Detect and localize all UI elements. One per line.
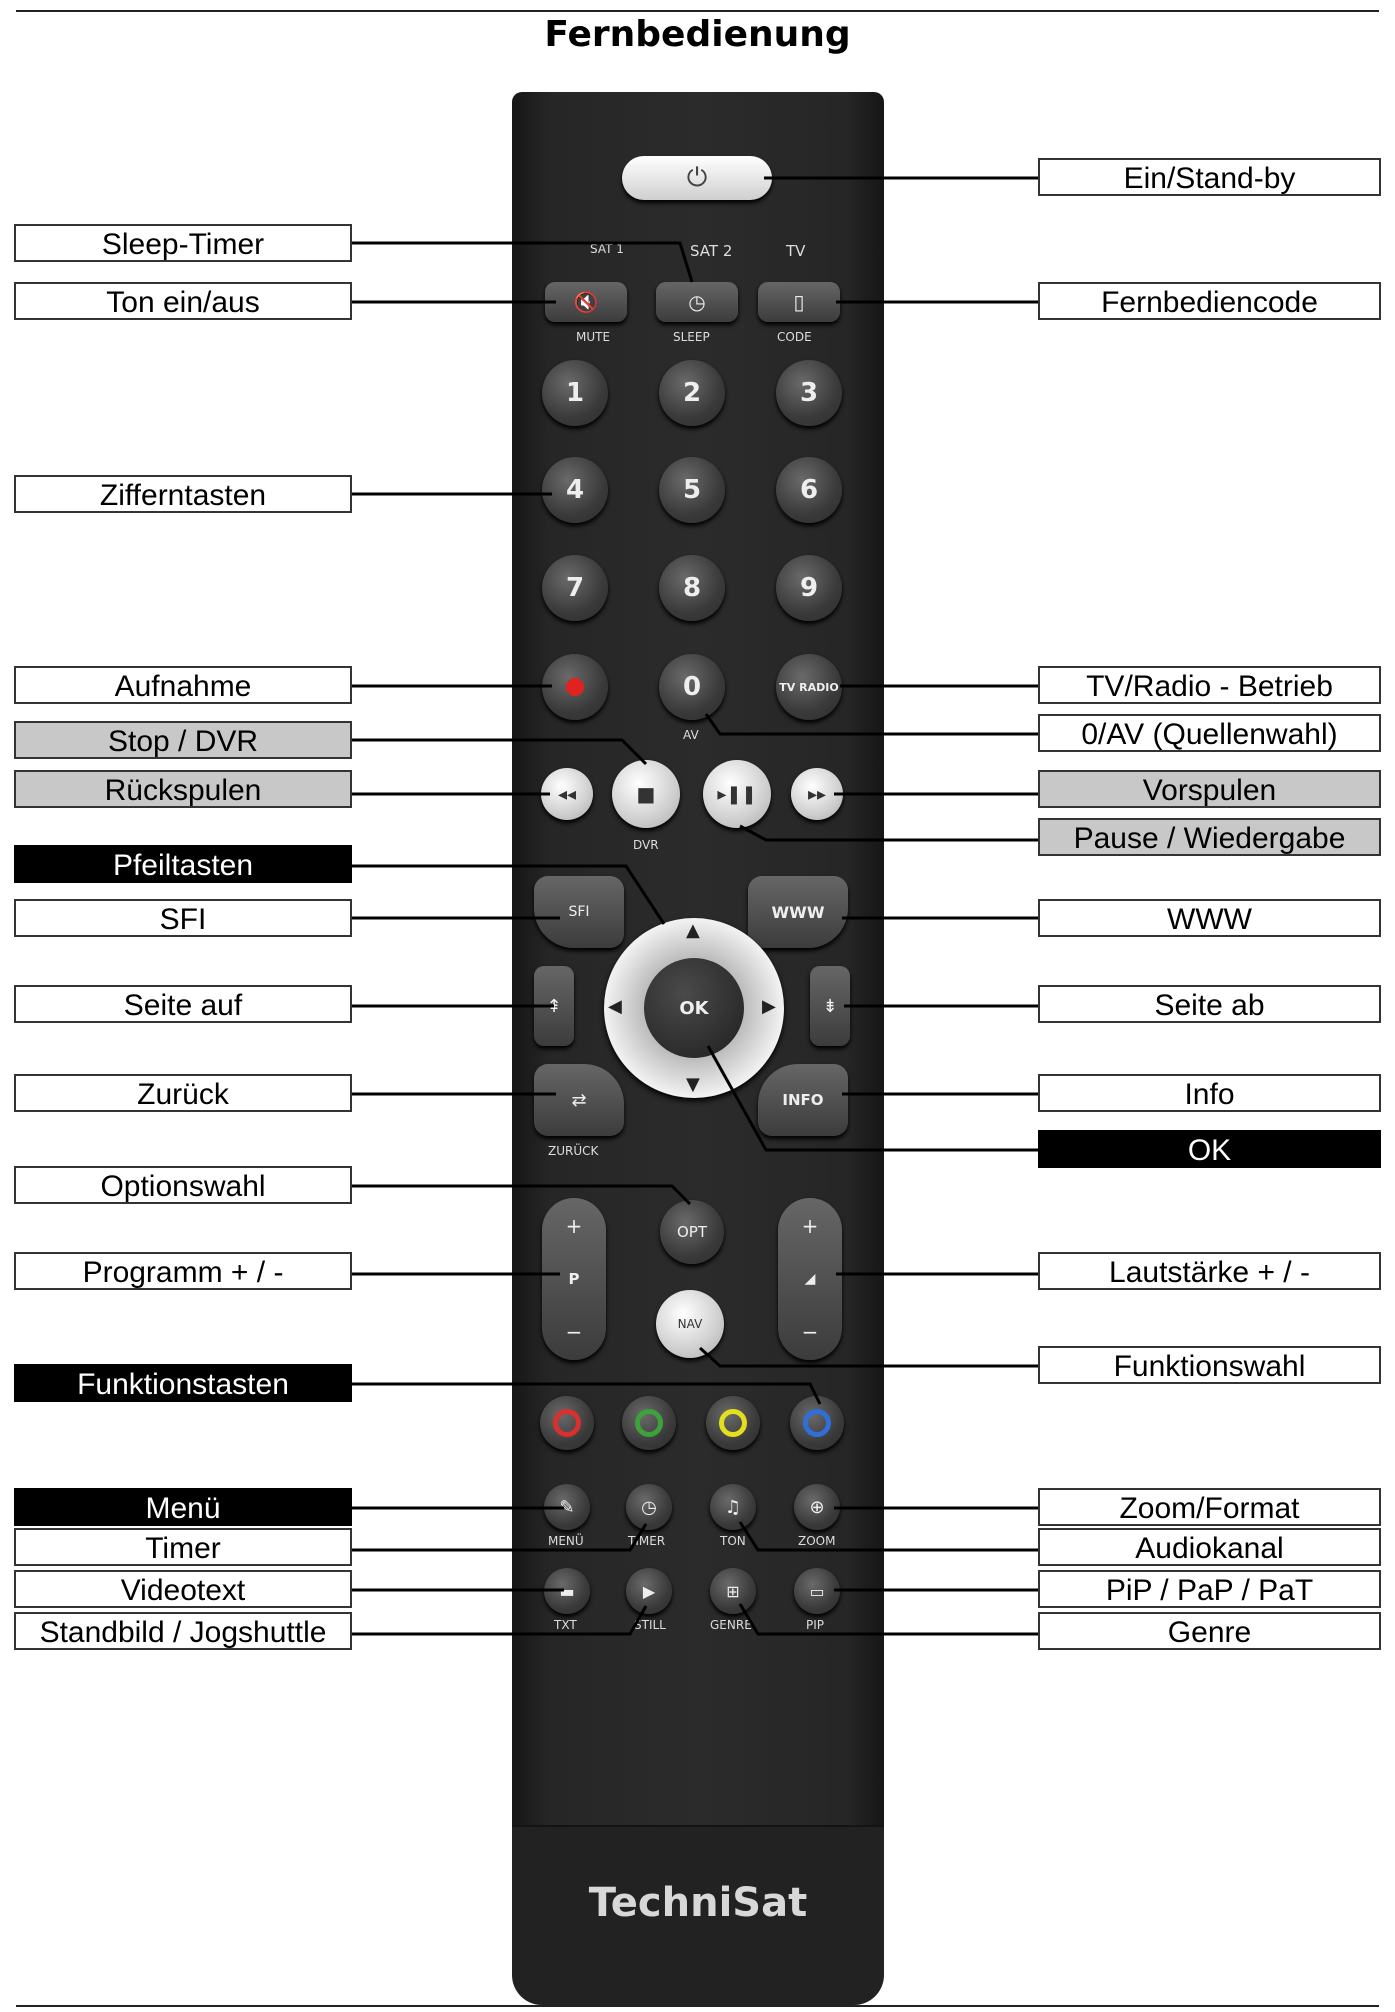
- line-timer: [352, 1524, 646, 1550]
- label-record: Aufnahme: [14, 666, 352, 704]
- label-menu: Menü: [14, 1488, 352, 1526]
- line-genre: [740, 1604, 1038, 1634]
- line-function-select: [700, 1348, 1038, 1366]
- line-av: [706, 714, 1038, 734]
- label-options: Optionswahl: [14, 1166, 352, 1204]
- label-info: Info: [1038, 1074, 1381, 1112]
- label-timer: Timer: [14, 1528, 352, 1566]
- line-arrows: [352, 866, 664, 924]
- line-still: [352, 1606, 646, 1634]
- label-av: 0/AV (Quellenwahl): [1038, 714, 1381, 752]
- label-function-keys: Funktionstasten: [14, 1364, 352, 1402]
- line-options: [352, 1186, 690, 1204]
- line-audio: [740, 1522, 1038, 1550]
- label-ok: OK: [1038, 1130, 1381, 1168]
- label-rewind: Rückspulen: [14, 770, 352, 808]
- line-stop: [352, 740, 646, 764]
- label-volume: Lautstärke + / -: [1038, 1252, 1381, 1290]
- label-code: Fernbediencode: [1038, 282, 1381, 320]
- label-page-down: Seite ab: [1038, 985, 1381, 1023]
- label-forward: Vorspulen: [1038, 770, 1381, 808]
- label-stop: Stop / DVR: [14, 721, 352, 759]
- label-sfi: SFI: [14, 899, 352, 937]
- label-power: Ein/Stand-by: [1038, 158, 1381, 196]
- label-arrows: Pfeiltasten: [14, 845, 352, 883]
- bottom-rule: [16, 2005, 1379, 2007]
- label-sleep-timer: Sleep-Timer: [14, 224, 352, 262]
- line-ok: [708, 1046, 1038, 1150]
- line-sleep: [352, 243, 692, 282]
- label-audio: Audiokanal: [1038, 1528, 1381, 1566]
- label-function-select: Funktionswahl: [1038, 1346, 1381, 1384]
- label-videotext: Videotext: [14, 1570, 352, 1608]
- line-function-keys: [352, 1384, 820, 1404]
- label-page-up: Seite auf: [14, 985, 352, 1023]
- label-tv-radio: TV/Radio - Betrieb: [1038, 666, 1381, 704]
- label-digits: Zifferntasten: [14, 475, 352, 513]
- label-mute: Ton ein/aus: [14, 282, 352, 320]
- label-back: Zurück: [14, 1074, 352, 1112]
- label-pip: PiP / PaP / PaT: [1038, 1570, 1381, 1608]
- line-play-pause: [740, 826, 1038, 840]
- label-genre: Genre: [1038, 1612, 1381, 1650]
- label-www: WWW: [1038, 899, 1381, 937]
- label-play-pause: Pause / Wiedergabe: [1038, 818, 1381, 856]
- label-zoom: Zoom/Format: [1038, 1488, 1381, 1526]
- label-still: Standbild / Jogshuttle: [14, 1612, 352, 1650]
- label-program: Programm + / -: [14, 1252, 352, 1290]
